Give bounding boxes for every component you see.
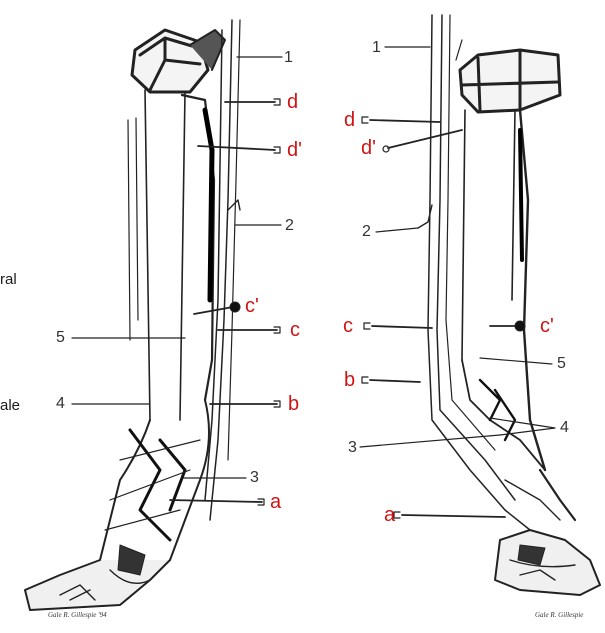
- left-label-d: d: [287, 92, 298, 112]
- left-label-c-prime: c': [245, 296, 259, 316]
- right-label-b: b: [344, 370, 355, 390]
- right-artist-signature: Gale R. Gillespie: [535, 612, 583, 619]
- right-label-2: 2: [362, 224, 371, 240]
- cropped-side-text-upper: ral: [0, 272, 17, 287]
- left-label-a: a: [270, 492, 281, 512]
- right-label-a: a: [384, 505, 395, 525]
- right-label-d: d: [344, 110, 355, 130]
- right-label-4: 4: [560, 420, 569, 436]
- cropped-side-text-lower: ale: [0, 398, 20, 413]
- left-label-b: b: [288, 394, 299, 414]
- left-label-2: 2: [285, 218, 294, 234]
- left-label-5: 5: [56, 330, 65, 346]
- right-label-c: c: [343, 316, 353, 336]
- right-label-3: 3: [348, 440, 357, 456]
- right-label-1: 1: [372, 40, 381, 56]
- right-label-5: 5: [557, 356, 566, 372]
- left-limb: [25, 20, 282, 610]
- left-label-1: 1: [284, 50, 293, 66]
- left-label-4: 4: [56, 396, 65, 412]
- left-label-3: 3: [250, 470, 259, 486]
- left-label-d-prime: d': [287, 140, 302, 160]
- right-label-d-prime: d': [361, 138, 376, 158]
- right-label-c-prime: c': [540, 316, 554, 336]
- left-label-c: c: [290, 320, 300, 340]
- right-limb: [360, 15, 600, 595]
- left-artist-signature: Gale R. Gillespie '94: [48, 612, 107, 619]
